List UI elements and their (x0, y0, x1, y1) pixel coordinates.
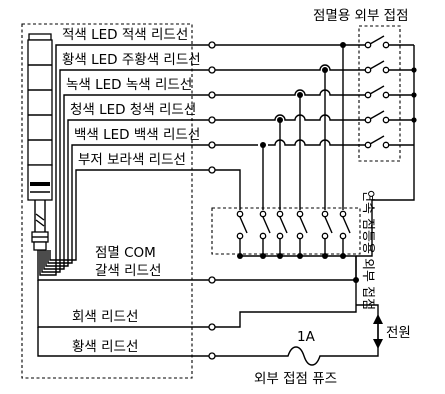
vertical-taps (260, 42, 346, 210)
lead-label-orange: 황색 LED 주황색 리드선 (62, 52, 201, 68)
lead-wire-bundle (37, 44, 209, 357)
terminals-left (208, 41, 216, 360)
power-arrows-icon (373, 314, 383, 349)
yellow-lead-label: 황색 리드선 (72, 339, 138, 355)
com-label-2: 갈색 리드선 (95, 263, 161, 279)
lead-label-blue: 청색 LED 청색 리드선 (70, 102, 196, 118)
continuous-contact-label: 연속 점등용 외부 접점 (360, 190, 375, 310)
com-label-1: 점멸 COM (95, 245, 156, 261)
continuous-contact-box (211, 207, 361, 255)
lead-label-red: 적색 LED 적색 리드선 (62, 27, 188, 43)
lead-label-green: 녹색 LED 녹색 리드선 (66, 77, 192, 93)
buzzer-grille (30, 182, 50, 186)
fuse-label: 외부 접점 퓨즈 (254, 371, 337, 387)
lead-label-white: 백색 LED 백색 리드선 (74, 127, 200, 143)
power-label: 전원 (386, 325, 411, 341)
flasher-contacts (364, 35, 417, 190)
power-wiring (215, 190, 415, 366)
lead-labels: 적색 LED 적색 리드선 황색 LED 주황색 리드선 녹색 LED 녹색 리… (62, 27, 201, 355)
continuous-contacts (236, 210, 351, 259)
flasher-contact-title: 점멸용 외부 접점 (313, 8, 409, 24)
gray-lead-label: 회색 리드선 (72, 309, 138, 325)
signal-tower (27, 33, 53, 251)
tower-enclosure (21, 23, 193, 379)
lead-label-buzzer: 부저 보라색 리드선 (78, 152, 186, 168)
fuse-rating: 1A (297, 329, 316, 345)
